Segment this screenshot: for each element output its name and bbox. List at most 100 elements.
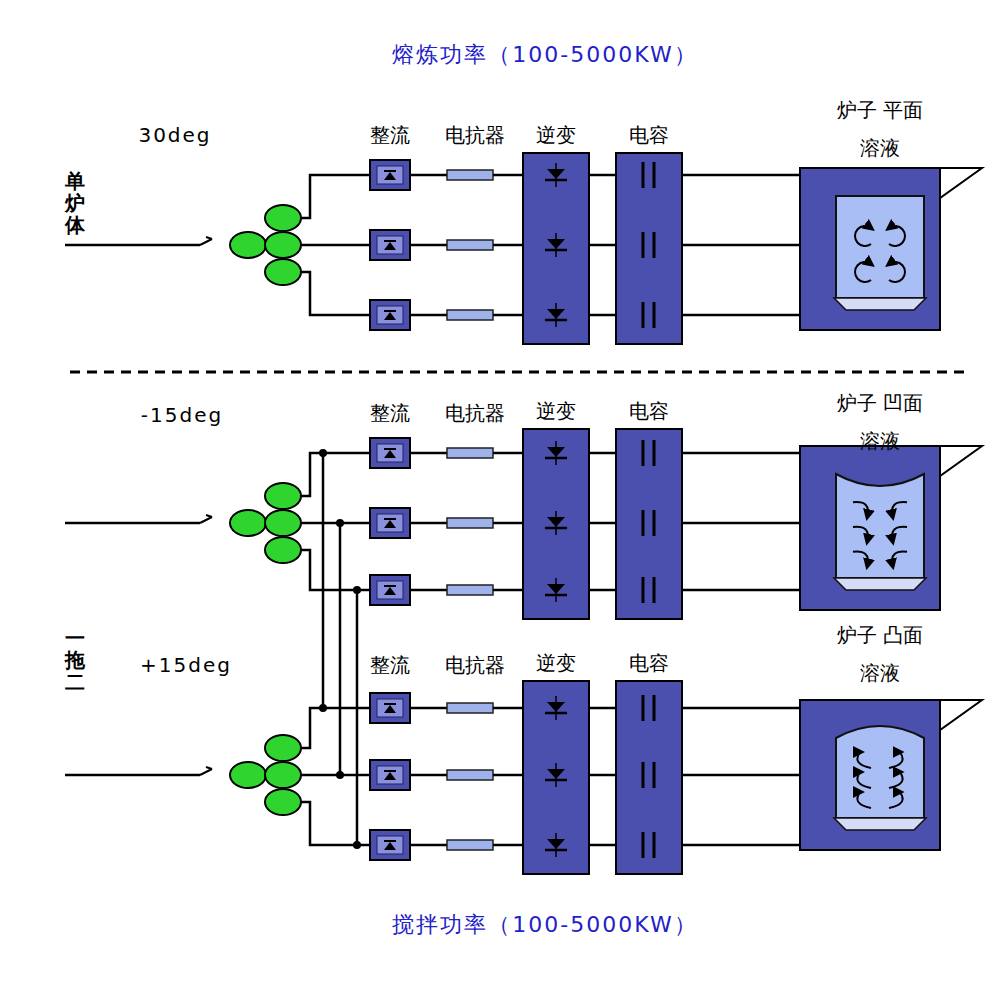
- section-divider: [70, 371, 970, 374]
- column-heading: 电抗器: [445, 122, 505, 149]
- diode-symbol: [384, 520, 396, 528]
- diode-symbol: [384, 703, 396, 705]
- transformer-coil: [230, 232, 266, 258]
- furnace-spout: [940, 168, 982, 198]
- wire: [410, 844, 447, 847]
- switch-symbol: [206, 515, 212, 517]
- capacitor-plate: [653, 695, 656, 721]
- stir-arrow: [857, 752, 871, 768]
- transformer-coil: [265, 537, 301, 563]
- transformer-coil: [265, 483, 301, 509]
- wire: [299, 244, 370, 247]
- diode-symbol: [384, 242, 396, 250]
- wire: [493, 244, 522, 247]
- parallel-bus: [339, 523, 342, 775]
- wire: [590, 174, 615, 177]
- wire: [683, 452, 800, 455]
- stir-arrow: [855, 262, 871, 282]
- rectifier-box: [370, 575, 410, 605]
- thyristor-symbol: [555, 511, 557, 535]
- parallel-bus: [356, 590, 359, 845]
- power-connector: [683, 522, 800, 525]
- wire: [590, 314, 615, 317]
- wire: [299, 175, 370, 218]
- rectifier-inner: [377, 514, 403, 532]
- wire: [590, 452, 615, 455]
- box-heading: 电容: [629, 398, 669, 425]
- furnace: 炉子 凹面溶液: [800, 384, 960, 610]
- column-heading: 整流: [370, 122, 410, 149]
- diode-symbol: [384, 310, 396, 312]
- rectifier-inner: [377, 836, 403, 854]
- furnace-body: [800, 168, 940, 330]
- diode-symbol: [384, 448, 396, 450]
- stir-arrow: [857, 792, 871, 808]
- thyristor-symbol: [555, 763, 557, 787]
- furnace-body: [800, 446, 940, 610]
- stir-arrow: [853, 527, 868, 541]
- stir-arrow: [853, 502, 868, 516]
- input-line: [65, 774, 200, 777]
- power-connector: [683, 244, 800, 247]
- wire: [493, 522, 522, 525]
- junction-dot: [319, 449, 327, 457]
- parallel-bus: [322, 453, 325, 708]
- capacitor-plate: [653, 832, 656, 858]
- box-heading: 逆变: [536, 650, 576, 677]
- wire: [493, 174, 522, 177]
- diode-symbol: [384, 840, 396, 842]
- capacitor-fill: [615, 680, 683, 875]
- box-heading: 电容: [629, 122, 669, 149]
- rectifier-inner: [377, 699, 403, 717]
- junction-dot: [353, 841, 361, 849]
- wire: [683, 314, 800, 317]
- phase-angle: -15deg: [141, 403, 223, 427]
- power-connector: [590, 774, 615, 777]
- diagram-title: 熔炼功率（100-5000KW）: [392, 40, 697, 70]
- thyristor-symbol: [555, 233, 557, 257]
- diode-symbol: [384, 585, 396, 587]
- furnace: 炉子 平面溶液: [800, 91, 960, 330]
- switch-symbol: [200, 769, 212, 775]
- rectifier-inner: [377, 166, 403, 184]
- thyristor-symbol: [555, 578, 557, 602]
- power-connector: [590, 522, 615, 525]
- wire: [299, 522, 370, 525]
- diode-symbol: [384, 772, 396, 780]
- furnace-spout: [940, 446, 982, 476]
- box-heading: 逆变: [536, 122, 576, 149]
- stir-arrow: [889, 772, 903, 788]
- wire: [683, 589, 800, 592]
- thyristor-symbol: [555, 833, 557, 857]
- wire: [493, 452, 522, 455]
- wire: [299, 708, 370, 748]
- capacitor-fill: [615, 428, 683, 620]
- rectifier-box: [370, 830, 410, 860]
- capacitor-plate: [653, 302, 656, 328]
- wire: [410, 774, 447, 777]
- wire: [410, 174, 447, 177]
- wire: [299, 453, 370, 496]
- diode-symbol: [384, 450, 396, 458]
- thyristor-symbol: [555, 696, 557, 720]
- diode-symbol: [384, 312, 396, 320]
- capacitor-plate: [642, 302, 645, 328]
- column-heading: 整流: [370, 400, 410, 427]
- wire: [299, 774, 370, 777]
- capacitor-plate: [653, 162, 656, 188]
- transformer-coil: [265, 735, 301, 761]
- wire: [410, 452, 447, 455]
- wire: [410, 522, 447, 525]
- rectifier-box: [370, 300, 410, 330]
- rectifier-box: [370, 160, 410, 190]
- transformer-coil: [265, 762, 301, 788]
- junction-dot: [336, 771, 344, 779]
- wire: [590, 844, 615, 847]
- reactor-symbol: [447, 240, 493, 250]
- rectifier-inner: [377, 444, 403, 462]
- inverter-fill: [522, 428, 590, 620]
- diagram-caption: 搅拌功率（100-5000KW）: [392, 910, 697, 940]
- wire: [683, 174, 800, 177]
- power-connector: [590, 244, 615, 247]
- thyristor-symbol: [555, 441, 557, 465]
